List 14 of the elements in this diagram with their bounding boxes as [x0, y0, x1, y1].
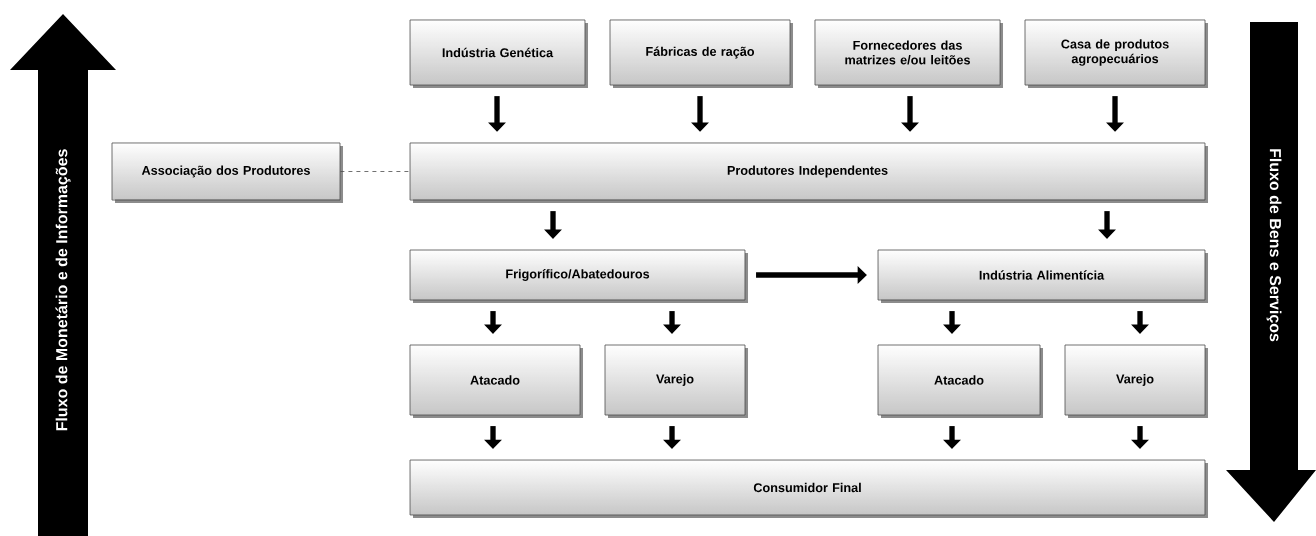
process-box: Varejo	[1064, 344, 1208, 418]
process-box: Frigorífico/Abatedouros	[409, 249, 748, 303]
process-box: Atacado	[877, 344, 1043, 418]
process-box: Produtores Independentes	[409, 142, 1208, 203]
process-box: Fornecedores das matrizes e/ou leitões	[814, 19, 1003, 88]
dashed-line	[340, 171, 411, 172]
process-box: Consumidor Final	[409, 459, 1208, 518]
process-box: Indústria Genética	[409, 19, 588, 88]
process-box: Casa de produtos agropecuários	[1024, 19, 1208, 88]
process-box: Indústria Alimentícia	[877, 249, 1208, 303]
process-box: Fábricas de ração	[609, 19, 793, 88]
process-box: Atacado	[409, 344, 583, 418]
process-box: Varejo	[604, 344, 748, 418]
process-box: Associação dos Produtores	[111, 142, 343, 203]
